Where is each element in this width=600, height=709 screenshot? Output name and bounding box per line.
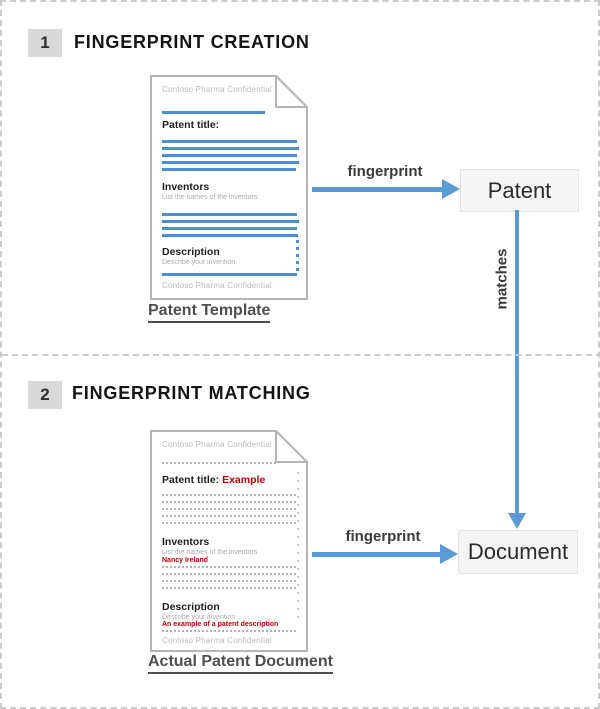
redacted-text-line: [162, 462, 277, 464]
matches-label: matches: [493, 248, 511, 310]
doc-footer-confidential: Contoso Pharma Confidential: [162, 636, 272, 645]
description-label: Description: [162, 246, 220, 258]
document-box: Document: [458, 530, 578, 574]
page-outline: [150, 75, 308, 300]
redacted-text-line: [162, 580, 296, 582]
doc-header-confidential: Contoso Pharma Confidential: [162, 440, 272, 449]
redacted-text-line: [162, 522, 296, 524]
ruled-line: [162, 147, 299, 150]
section-divider: [2, 354, 598, 356]
inventors-note: List the names of the inventors: [162, 549, 258, 556]
continuation-dots: [296, 240, 299, 274]
inventors-label: Inventors: [162, 536, 210, 548]
ruled-line: [162, 227, 297, 230]
inventors-note: List the names of the inventors: [162, 194, 258, 201]
ruled-line: [162, 111, 265, 114]
matches-arrow: [515, 210, 519, 513]
redacted-text-line: [162, 508, 296, 510]
doc-footer-confidential: Contoso Pharma Confidential: [162, 281, 272, 290]
section-2-title: FINGERPRINT MATCHING: [72, 383, 311, 403]
patent-box-label: Patent: [487, 177, 552, 203]
arrow-head-right-icon: [442, 179, 460, 199]
redacted-text-line: [162, 494, 296, 496]
actual-patent-document-label: Actual Patent Document: [148, 653, 333, 674]
patent-title-label: Patent title:: [162, 474, 220, 486]
page-outline: [150, 430, 308, 652]
ruled-line: [162, 154, 297, 157]
page-fold-icon: [275, 430, 308, 463]
ruled-line: [162, 273, 297, 276]
redacted-text-line: [162, 587, 296, 589]
description-note: Describe your invention: [162, 614, 236, 621]
patent-title-row: Patent title: Example: [162, 474, 265, 486]
inventors-value: Nancy Ireland: [162, 557, 208, 564]
fingerprint-arrow-2: [312, 552, 440, 557]
description-value: An example of a patent description: [162, 621, 279, 628]
doc-header-confidential: Contoso Pharma Confidential: [162, 85, 272, 94]
document-box-label: Document: [467, 539, 569, 564]
section-2-badge: 2: [28, 381, 62, 409]
section-1-badge: 1: [28, 29, 62, 57]
ruled-line: [162, 213, 297, 216]
redacted-text-line: [162, 515, 296, 517]
fingerprint-arrow-label-2: fingerprint: [345, 528, 421, 545]
patent-template-document: Contoso Pharma Confidential Patent title…: [150, 75, 308, 300]
section-2-number: 2: [40, 385, 50, 404]
continuation-dots: [297, 472, 299, 620]
description-note: Describe your invention: [162, 259, 236, 266]
fingerprint-arrow-label-1: fingerprint: [347, 163, 423, 180]
page-fold-icon: [275, 75, 308, 108]
redacted-text-line: [162, 573, 296, 575]
inventors-label: Inventors: [162, 181, 210, 193]
patent-box: Patent: [460, 169, 579, 212]
redacted-text-line: [162, 566, 296, 568]
arrow-head-down-icon: [508, 513, 526, 529]
ruled-line: [162, 161, 299, 164]
ruled-line: [162, 220, 299, 223]
arrow-head-right-icon: [440, 544, 458, 564]
fingerprint-arrow-1: [312, 187, 442, 192]
redacted-text-line: [162, 630, 296, 632]
ruled-line: [162, 168, 296, 171]
section-1-number: 1: [40, 33, 50, 52]
description-label: Description: [162, 601, 220, 613]
patent-title-value: Example: [222, 474, 266, 486]
patent-template-label: Patent Template: [148, 302, 271, 323]
section-1-title: FINGERPRINT CREATION: [74, 32, 310, 52]
patent-title-label: Patent title:: [162, 119, 220, 131]
redacted-text-line: [162, 501, 296, 503]
actual-patent-document: Contoso Pharma Confidential Patent title…: [150, 430, 308, 652]
ruled-line: [162, 234, 298, 237]
ruled-line: [162, 140, 297, 143]
